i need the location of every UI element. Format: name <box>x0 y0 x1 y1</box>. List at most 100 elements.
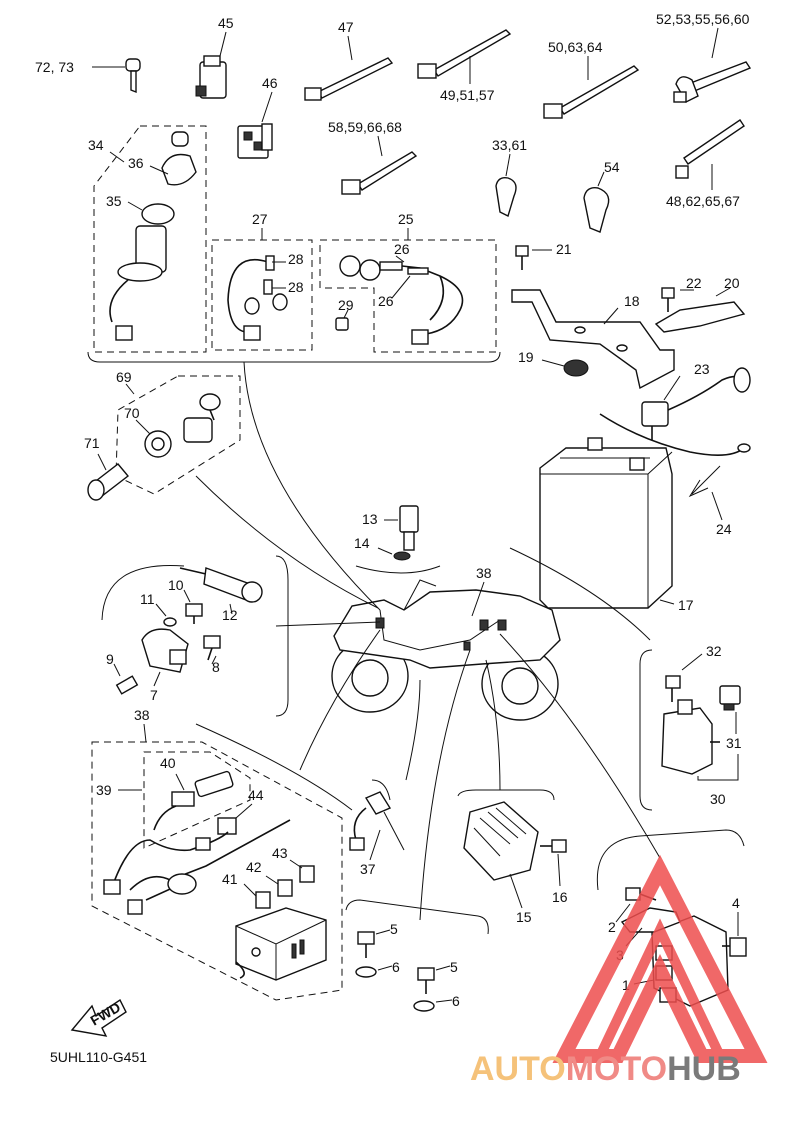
part-nut-70 <box>144 430 172 458</box>
leader-lines <box>195 361 661 921</box>
callout-4: 4 <box>732 895 740 911</box>
callout-24: 24 <box>716 521 732 537</box>
callout-19: 19 <box>518 349 534 365</box>
callout-44: 44 <box>248 787 264 803</box>
part-bolt-16 <box>540 839 567 853</box>
callout-58-59-66-68: 58,59,66,68 <box>328 119 402 135</box>
part-fuse-42 <box>277 879 293 897</box>
part-clamp-tie-52-60 <box>673 27 752 103</box>
watermark-hub: HUB <box>667 1050 741 1088</box>
part-harness-27 <box>227 255 288 341</box>
callout-71: 71 <box>84 435 100 451</box>
part-bolt-10 <box>185 603 203 624</box>
group-bracket-37 <box>371 779 391 801</box>
part-relay-7 <box>141 628 189 673</box>
callout-27: 27 <box>252 211 268 227</box>
part-main-harness <box>103 819 291 915</box>
part-key-72-73 <box>92 58 141 94</box>
callout-70: 70 <box>124 405 140 421</box>
callout-26b: 26 <box>378 293 394 309</box>
callout-5b: 5 <box>450 959 458 975</box>
callout-47: 47 <box>338 19 354 35</box>
callout-1: 1 <box>622 977 630 993</box>
part-bracket-18 <box>511 289 675 390</box>
part-relay-46 <box>237 91 273 159</box>
group-outline-39 <box>143 751 251 849</box>
part-washer-11 <box>163 617 177 627</box>
callout-25: 25 <box>398 211 414 227</box>
part-main-switch <box>109 225 167 341</box>
part-connector-45 <box>195 31 227 99</box>
part-socket-69 <box>183 393 221 443</box>
callout-18: 18 <box>624 293 640 309</box>
watermark-auto: AUTO <box>470 1050 566 1088</box>
leader-battery <box>509 547 651 641</box>
callout-49-51-57: 49,51,57 <box>440 87 495 103</box>
group-outline-25 <box>319 239 497 353</box>
part-29 <box>335 317 349 331</box>
part-battery-cable-23 <box>641 367 751 440</box>
part-clamp-33-61 <box>495 153 517 217</box>
callout-33-61: 33,61 <box>492 137 527 153</box>
leader-sensor <box>355 565 441 574</box>
part-clamp-54 <box>583 171 610 233</box>
callout-52-60: 52,53,55,56,60 <box>656 11 750 27</box>
callout-21: 21 <box>556 241 572 257</box>
group-bracket-5-6 <box>345 899 489 935</box>
callout-54: 54 <box>604 159 620 175</box>
part-fuse-box <box>235 907 327 981</box>
part-connector-44 <box>217 817 237 835</box>
callout-7: 7 <box>150 687 158 703</box>
group-outline-34 <box>93 125 207 353</box>
callout-26a: 26 <box>394 241 410 257</box>
callout-2: 2 <box>608 919 616 935</box>
callout-10: 10 <box>168 577 184 593</box>
part-cable-tie-50-63-64 <box>543 56 640 119</box>
callout-30: 30 <box>710 791 726 807</box>
callout-5a: 5 <box>390 921 398 937</box>
part-connector-4 <box>722 937 747 957</box>
callout-34: 34 <box>88 137 104 153</box>
callout-72-73: 72, 73 <box>35 59 74 75</box>
part-washer-14 <box>393 551 411 561</box>
group-bracket-38 <box>195 723 353 811</box>
part-connector-40 <box>153 770 234 831</box>
callout-11: 11 <box>140 591 155 607</box>
part-sensor-13 <box>399 505 419 551</box>
part-starter-relay-30 <box>661 699 720 775</box>
part-key-36 <box>161 131 197 186</box>
group-bracket-15 <box>457 789 555 801</box>
callout-46: 46 <box>262 75 278 91</box>
group-outline-38 <box>91 741 343 1001</box>
part-harness-25 <box>339 255 464 345</box>
callout-48-62-65-67: 48,62,65,67 <box>666 193 740 209</box>
callout-15: 15 <box>516 909 532 925</box>
callout-43: 43 <box>272 845 288 861</box>
atv-illustration <box>331 579 561 721</box>
part-bolt-21 <box>515 245 529 270</box>
part-cable-tie-49-51-57 <box>417 29 512 84</box>
watermark-text: AUTOMOTOHUB <box>470 1050 741 1088</box>
callout-28b: 28 <box>288 279 304 295</box>
part-bolt-5b <box>417 967 435 994</box>
callout-14: 14 <box>354 535 370 551</box>
part-cable-tie-58-59-66-68 <box>341 135 418 195</box>
callout-42: 42 <box>246 859 262 875</box>
part-fuse-41 <box>255 891 271 909</box>
callout-50-63-64: 50,63,64 <box>548 39 603 55</box>
part-bolt-8 <box>203 635 221 661</box>
part-cover-20 <box>654 301 746 333</box>
group-bracket-relay <box>101 564 185 621</box>
group-bracket-30 <box>639 649 653 811</box>
callout-38b: 38 <box>134 707 150 723</box>
watermark-logo-icon <box>552 854 768 1063</box>
group-outline-69 <box>115 375 241 495</box>
callout-40: 40 <box>160 755 176 771</box>
part-cable-tie-47 <box>304 35 394 101</box>
part-wire-12 <box>179 567 263 603</box>
callout-13: 13 <box>362 511 378 527</box>
callout-45: 45 <box>218 15 234 31</box>
part-bolt-22 <box>661 287 675 312</box>
callout-23: 23 <box>694 361 710 377</box>
